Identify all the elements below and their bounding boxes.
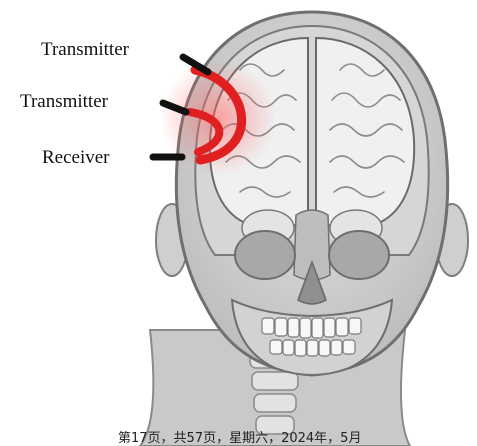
receiver-label: Receiver — [42, 148, 110, 167]
transmitter-label-2: Transmitter — [20, 92, 108, 111]
transmitter-label-1: Transmitter — [41, 40, 129, 59]
right-eye-socket — [329, 231, 389, 279]
left-eye-socket — [235, 231, 295, 279]
page-footer: 第17页，共57页，星期六，2024年，5月 — [118, 432, 361, 445]
